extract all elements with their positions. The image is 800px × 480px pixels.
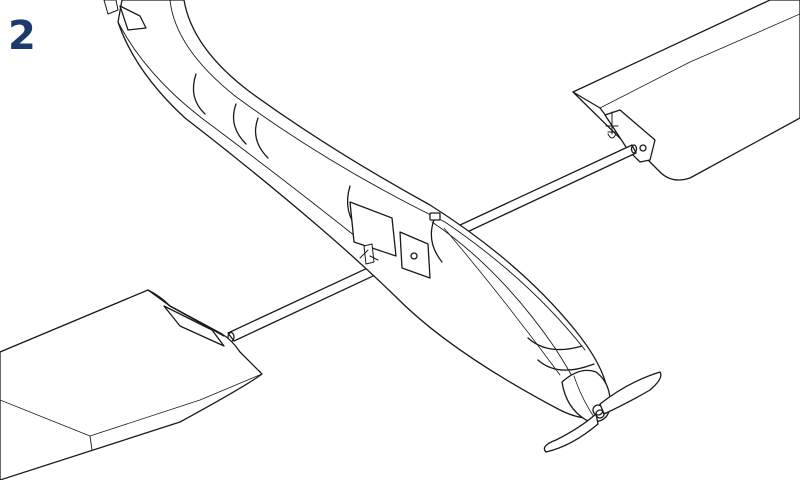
- step-number: 2: [8, 13, 36, 59]
- propeller: [543, 371, 662, 453]
- left-wing-panel: [0, 289, 263, 480]
- right-wing-panel: [572, 0, 800, 181]
- wing-root-servo: [359, 243, 379, 265]
